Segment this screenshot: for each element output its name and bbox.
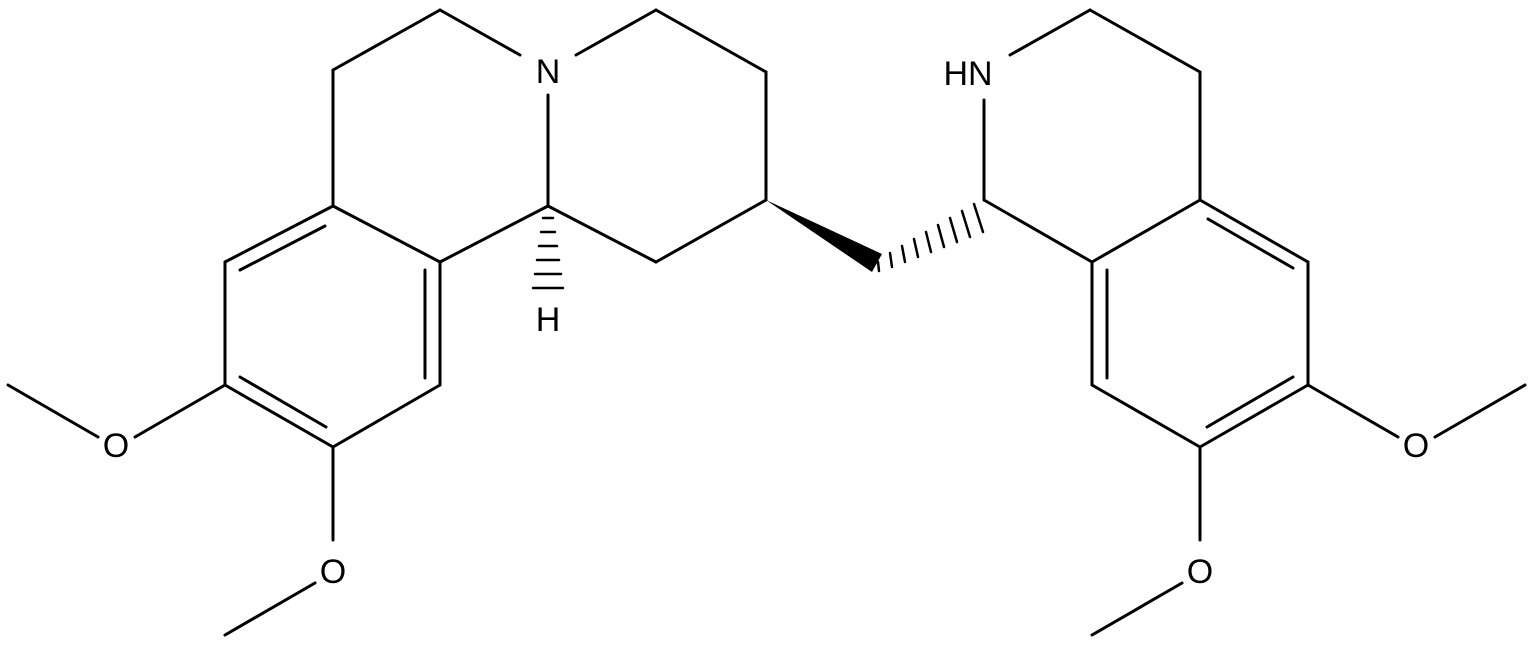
right-benzene-ring xyxy=(1090,198,1310,449)
atom-label-hn: HN xyxy=(943,55,992,93)
atom-label-o-right-lower: O xyxy=(1187,553,1213,591)
c-ring xyxy=(546,8,768,264)
hashed-bond-c1 xyxy=(876,202,985,273)
right-methoxy-groups xyxy=(1090,383,1527,637)
atom-label-o-left-lower: O xyxy=(320,553,346,591)
atom-label-o-right-upper: O xyxy=(1403,427,1429,465)
atom-label-o-left-upper: O xyxy=(103,427,129,465)
wedge-bond xyxy=(766,200,882,272)
atom-label-h: H xyxy=(536,301,561,339)
isoquinoline-n-ring xyxy=(982,8,1202,264)
hashed-bond-h xyxy=(531,216,565,290)
atom-label-n: N xyxy=(536,53,561,91)
b-ring xyxy=(331,8,550,264)
left-benzene-ring xyxy=(223,204,442,449)
left-methoxy-groups xyxy=(6,383,335,637)
